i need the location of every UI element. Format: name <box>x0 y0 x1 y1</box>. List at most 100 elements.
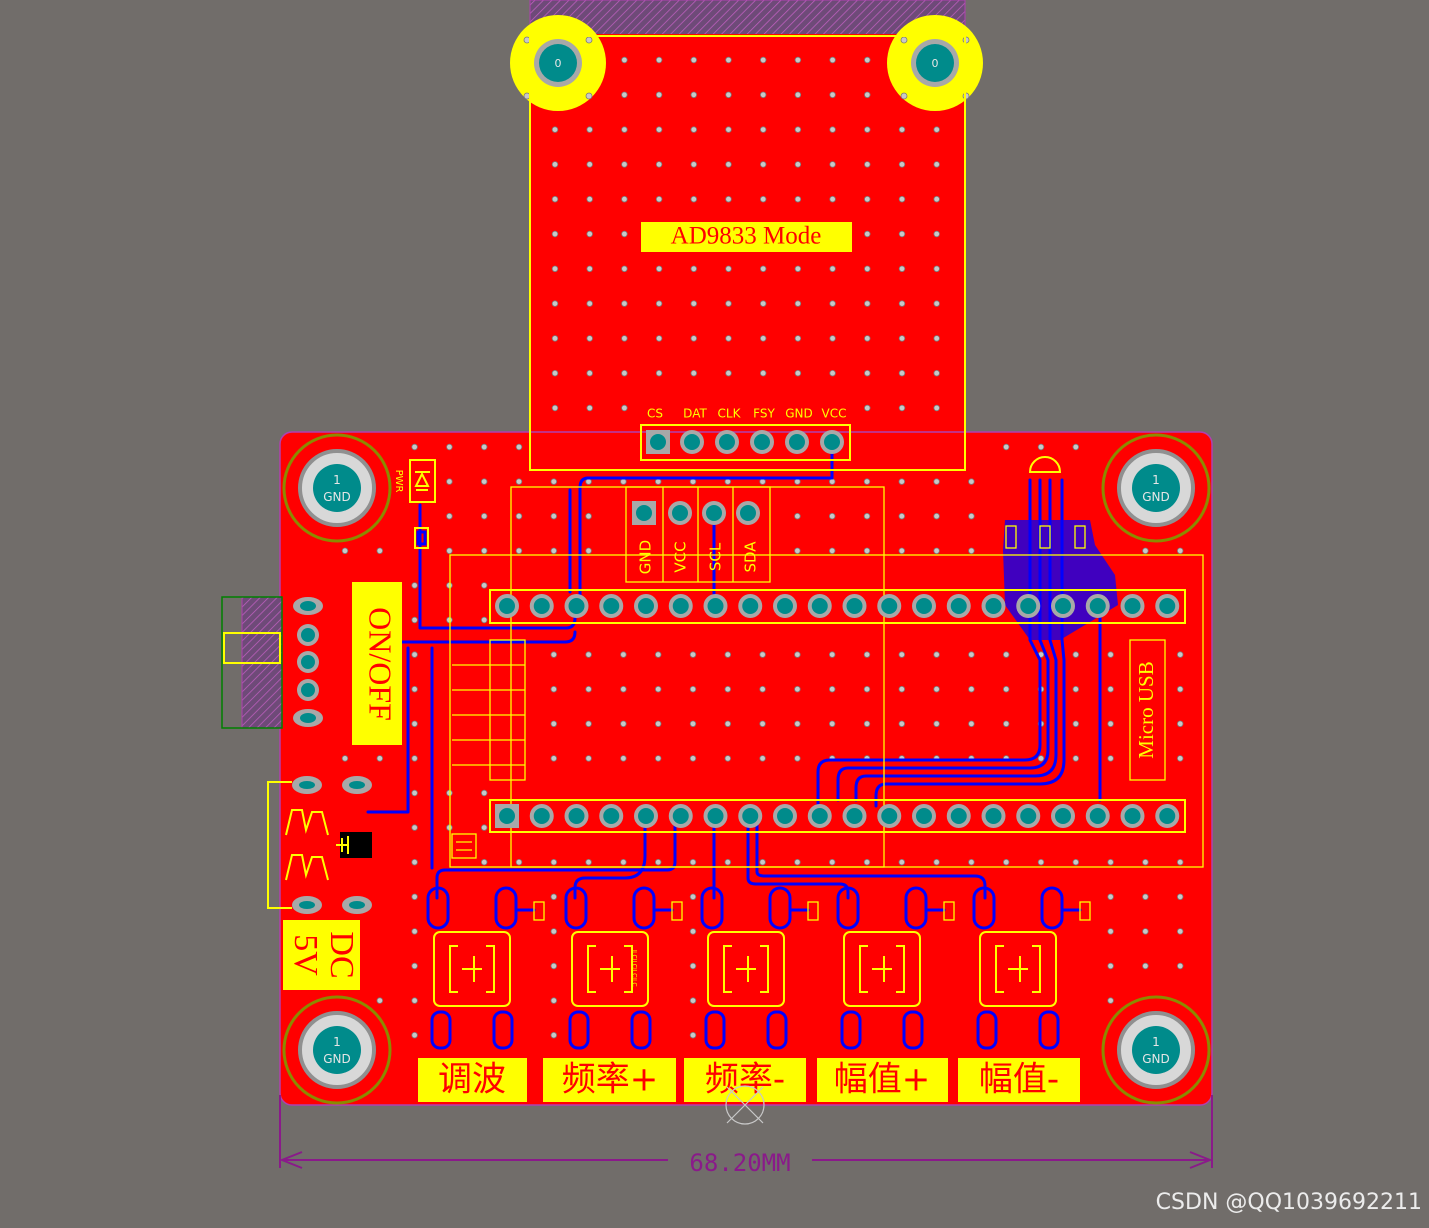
via <box>690 300 697 307</box>
via <box>481 478 488 485</box>
pullup-resistor <box>1079 901 1091 921</box>
header-pad-core <box>650 434 666 450</box>
via <box>550 962 557 970</box>
via <box>690 56 697 64</box>
capacitor <box>451 833 477 859</box>
via <box>829 547 836 554</box>
via <box>481 582 488 589</box>
via <box>759 651 766 658</box>
via <box>655 859 662 866</box>
via <box>1107 859 1114 866</box>
via <box>760 126 767 133</box>
via <box>481 547 488 554</box>
via <box>794 161 802 168</box>
via <box>1176 686 1184 693</box>
via <box>481 824 488 831</box>
switch-symbol-icon <box>995 945 1041 993</box>
via <box>411 686 418 693</box>
via <box>1107 893 1114 900</box>
via <box>690 126 697 133</box>
via <box>724 720 731 727</box>
via <box>446 443 453 451</box>
corner-hole-net: GND <box>1142 1052 1170 1066</box>
via <box>621 404 628 412</box>
led-outline <box>409 459 436 503</box>
via <box>725 126 732 133</box>
header-pad-core <box>754 434 770 450</box>
via <box>760 265 767 272</box>
via <box>620 720 627 727</box>
via <box>829 161 836 168</box>
via <box>898 265 906 272</box>
via <box>759 478 766 485</box>
via <box>586 370 593 377</box>
via <box>1003 443 1010 451</box>
via <box>898 370 906 377</box>
via <box>898 720 905 727</box>
module-mount-hole-right: 0 <box>887 15 983 111</box>
pullup-resistor <box>533 901 545 921</box>
via <box>933 335 940 342</box>
switch-symbol-icon <box>859 945 905 993</box>
via <box>933 651 940 658</box>
via <box>725 91 732 98</box>
via <box>551 300 559 307</box>
via <box>829 195 836 203</box>
via <box>550 478 557 485</box>
via <box>933 161 940 168</box>
via <box>585 859 592 866</box>
button-labels: 调波 频率+ 频率- 幅值+ 幅值- <box>418 1058 1080 1102</box>
via <box>550 928 557 935</box>
via <box>1176 859 1184 866</box>
via <box>550 997 557 1004</box>
via <box>794 91 802 98</box>
via <box>689 997 697 1004</box>
via <box>689 686 697 693</box>
via <box>481 616 488 624</box>
smd-connector-leads <box>452 664 525 766</box>
mcu-pad-top-core <box>499 598 515 614</box>
button-label-3: 频率- <box>705 1060 785 1100</box>
mount-hole-via <box>900 92 908 100</box>
via <box>933 230 940 238</box>
via <box>794 370 802 377</box>
led-pad-copper <box>416 530 427 546</box>
via <box>655 300 663 307</box>
via <box>585 513 592 520</box>
board-edge-outline <box>279 431 1213 1106</box>
corner-hole-number: 1 <box>333 473 341 487</box>
via <box>794 513 801 520</box>
watermark: CSDN @QQ1039692211 <box>1156 1190 1422 1215</box>
mcu-pad-top-core <box>1159 598 1176 614</box>
via <box>621 370 628 377</box>
via <box>655 91 663 98</box>
trace-usb-3 <box>854 478 1058 802</box>
via <box>620 755 627 762</box>
via <box>1003 859 1010 866</box>
switch-body-outline <box>707 931 785 1007</box>
via <box>794 686 801 693</box>
via <box>794 56 802 64</box>
button-label-box-1 <box>418 1058 527 1102</box>
via <box>1176 928 1184 935</box>
via <box>1072 859 1079 866</box>
mcu-pad-top-core <box>881 598 898 614</box>
via <box>1176 651 1184 658</box>
via <box>655 126 663 133</box>
via <box>1107 755 1114 762</box>
via <box>863 651 871 658</box>
i2c-pin-label: SDA <box>742 541 760 573</box>
via <box>760 370 767 377</box>
dc-jack: DC 5V <box>267 776 372 990</box>
switch-pad-top-right <box>768 886 792 930</box>
via <box>515 478 523 485</box>
via <box>1037 859 1045 866</box>
mcu-pad-bottom-core <box>672 808 689 824</box>
via <box>760 91 767 98</box>
corner-hole-keepout <box>1101 995 1211 1105</box>
via <box>550 651 557 658</box>
switch-pad-core <box>301 655 315 669</box>
via <box>829 651 836 658</box>
via <box>933 126 940 133</box>
